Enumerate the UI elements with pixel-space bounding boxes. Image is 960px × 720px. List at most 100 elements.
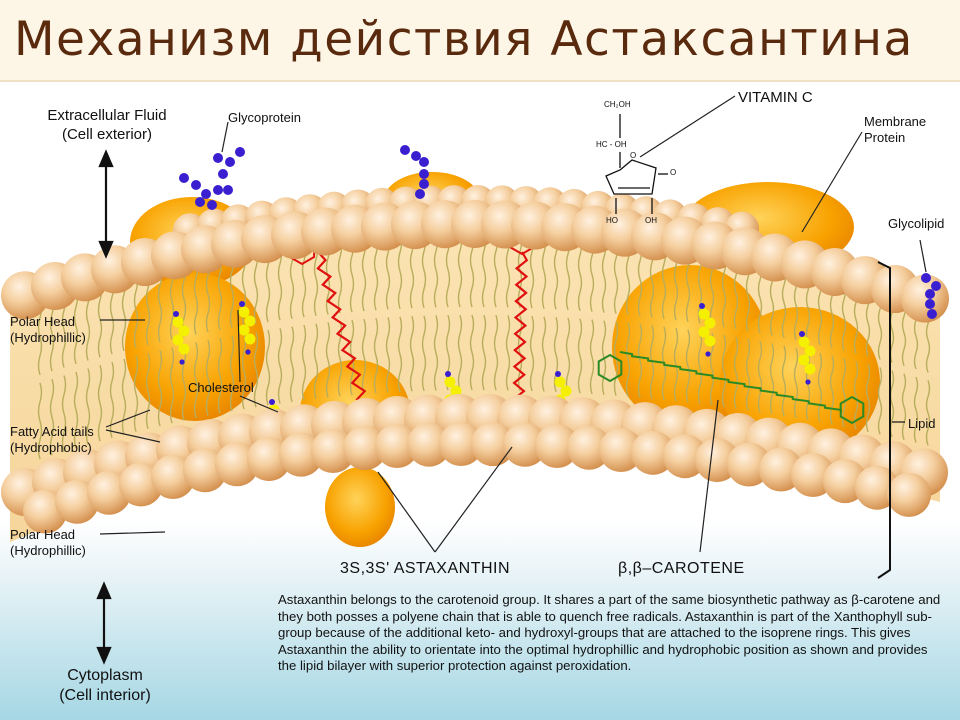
fatty-acid-tail bbox=[133, 355, 139, 432]
fatty-acid-tail bbox=[745, 338, 751, 411]
cholesterol-oh bbox=[799, 331, 805, 337]
glycoprotein-sugar bbox=[225, 157, 235, 167]
vitamin-c-structure bbox=[605, 114, 668, 214]
polar-head bbox=[311, 429, 355, 474]
cytoplasm-label: Cytoplasm (Cell interior) bbox=[30, 666, 180, 706]
polar-head bbox=[375, 423, 419, 468]
fatty-acid-tail bbox=[793, 347, 799, 419]
title-bar: Механизм действия Астаксантина bbox=[0, 0, 960, 82]
fatty-acid-tail bbox=[421, 315, 427, 392]
cholesterol-bead bbox=[172, 316, 184, 328]
fatty-acid-tail bbox=[565, 317, 571, 393]
astaxanthin-label: 3S,3S' ASTAXANTHIN bbox=[340, 560, 511, 577]
glycoprotein-sugar bbox=[213, 185, 223, 195]
fatty-acid-tail bbox=[697, 331, 703, 405]
cholesterol-bead bbox=[450, 385, 462, 397]
fatty-acid-tail bbox=[229, 335, 235, 412]
fatty-acid-tail bbox=[205, 339, 211, 416]
glycoprotein-sugar bbox=[223, 185, 233, 195]
fatty-acid-tail bbox=[445, 314, 451, 391]
fatty-acid-tail bbox=[685, 329, 691, 403]
fatty-acid-tail bbox=[541, 316, 547, 392]
fatty-acid-tail bbox=[49, 378, 55, 456]
fatty-acid-line1: Fatty Acid tails bbox=[10, 424, 94, 439]
fatty-acid-tail bbox=[577, 236, 583, 311]
fatty-acid-tail bbox=[325, 322, 331, 398]
fatty-acid-tail bbox=[553, 317, 559, 393]
fatty-acid-tail bbox=[721, 334, 727, 408]
fatty-acid-tail bbox=[73, 371, 79, 449]
cholesterol-tail bbox=[805, 379, 811, 385]
cholesterol-bead bbox=[804, 345, 816, 357]
fatty-acid-tail bbox=[181, 344, 187, 421]
fatty-acid-tail bbox=[313, 323, 319, 400]
cholesterol-bead bbox=[244, 315, 256, 327]
cholesterol-oh bbox=[239, 301, 245, 307]
fatty-acid-tail bbox=[253, 331, 259, 408]
fatty-acid-tail bbox=[493, 314, 499, 391]
glycoprotein-sugar bbox=[179, 173, 189, 183]
membrane-protein-label-line2: Protein bbox=[864, 130, 906, 145]
polar-heads bbox=[1, 185, 949, 534]
cytoplasm-label-line2: (Cell interior) bbox=[59, 687, 151, 704]
cholesterol-oh bbox=[173, 311, 179, 317]
vitc-ring-oxygen: O bbox=[630, 151, 637, 160]
glycoprotein-sugar bbox=[411, 151, 421, 161]
fatty-acid-tail bbox=[481, 314, 487, 391]
fatty-acid-tail bbox=[373, 318, 379, 394]
polar-head bbox=[247, 437, 291, 482]
fatty-acid-tail bbox=[733, 336, 739, 409]
fatty-acid-tail bbox=[337, 320, 343, 397]
slide-title: Механизм действия Астаксантина bbox=[14, 12, 914, 67]
glycoprotein-sugar bbox=[218, 169, 228, 179]
fatty-acid-tail bbox=[769, 343, 775, 415]
vitamin-c-label: VITAMIN C bbox=[738, 89, 813, 106]
fatty-acid-tail bbox=[409, 316, 415, 392]
cholesterol-bead bbox=[238, 324, 250, 336]
fatty-acid-tail bbox=[217, 254, 223, 331]
fatty-acid-tail bbox=[781, 345, 787, 417]
fatty-acid-tail bbox=[397, 233, 403, 310]
polar-head-bottom-label: Polar Head (Hydrophillic) bbox=[10, 527, 86, 559]
cholesterol-bead bbox=[704, 335, 716, 347]
fatty-acid-tail bbox=[361, 318, 367, 395]
cholesterol-bead bbox=[560, 385, 572, 397]
fatty-acid-tail bbox=[121, 358, 127, 435]
glycoprotein-sugar bbox=[201, 189, 211, 199]
lipid-bracket bbox=[877, 261, 891, 579]
cholesterol-bead bbox=[798, 354, 810, 366]
cholesterol-bead bbox=[238, 306, 250, 318]
cytoplasm-label-line1: Cytoplasm bbox=[67, 667, 143, 684]
fatty-acid-tail bbox=[625, 322, 631, 397]
polar-head bbox=[439, 422, 483, 467]
polar-head bbox=[503, 422, 547, 467]
fatty-acid-tail bbox=[133, 271, 139, 349]
polar-head bbox=[279, 432, 323, 477]
fatty-acid-tail bbox=[673, 328, 679, 402]
fatty-acid-tail bbox=[169, 347, 175, 424]
fatty-acid-tail bbox=[841, 358, 847, 428]
cholesterol-tail bbox=[705, 351, 711, 357]
fatty-acid-tail bbox=[61, 375, 67, 452]
fatty-acid-tail bbox=[925, 380, 931, 446]
description-text: Astaxanthin belongs to the carotenoid gr… bbox=[278, 592, 941, 674]
glycoprotein-label: Glycoprotein bbox=[228, 110, 301, 125]
carotene-ring bbox=[839, 395, 865, 425]
fatty-acid-tail bbox=[637, 323, 643, 398]
fatty-acid-tail bbox=[577, 318, 583, 394]
cholesterol-bead bbox=[804, 363, 816, 375]
vitc-keto-oxygen: O bbox=[670, 168, 677, 177]
glycoprotein-sugar bbox=[191, 180, 201, 190]
fatty-acid-tail bbox=[865, 364, 871, 433]
cholesterol-bead bbox=[178, 343, 190, 355]
lipid-label: Lipid bbox=[908, 416, 936, 431]
polar-head-top-line1: Polar Head bbox=[10, 314, 76, 329]
polar-head bbox=[471, 422, 515, 467]
cholesterol-bead bbox=[798, 336, 810, 348]
fatty-acid-tail bbox=[73, 287, 79, 365]
glycoprotein-sugar bbox=[419, 179, 429, 189]
fatty-acid-tail bbox=[265, 329, 271, 406]
fatty-acid-tail bbox=[721, 255, 727, 328]
fatty-acid-tail bbox=[901, 373, 907, 440]
fatty-acid-tail bbox=[193, 258, 199, 335]
